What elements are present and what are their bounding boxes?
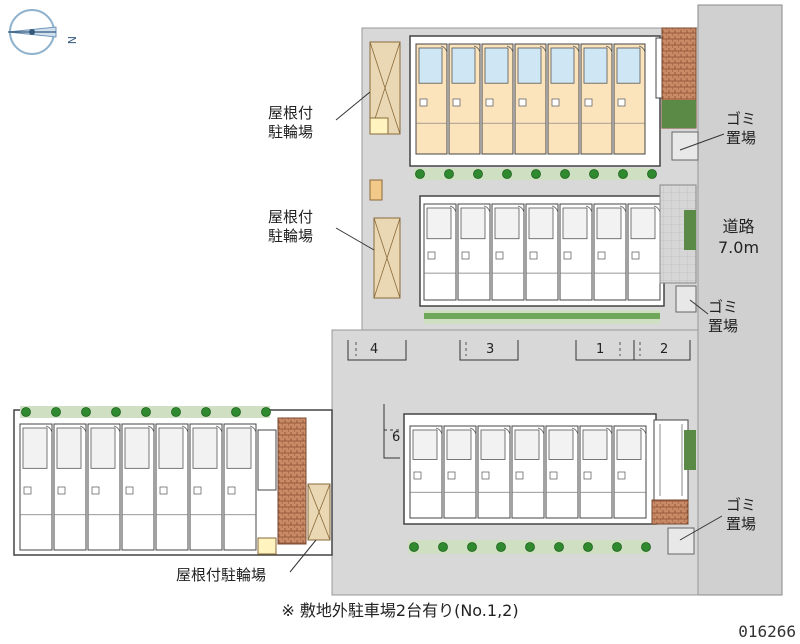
apartment-unit — [511, 425, 545, 519]
apartment-unit — [189, 423, 223, 551]
tree-icon — [51, 407, 61, 417]
bike-parking-a — [369, 41, 401, 135]
apartment-unit — [53, 423, 87, 551]
tree-icon — [641, 542, 651, 552]
tree-icon — [618, 169, 628, 179]
footnote: ※ 敷地外駐車場2台有り(No.1,2) — [281, 601, 519, 620]
apartment-unit — [559, 203, 593, 301]
tree-icon — [171, 407, 181, 417]
tree-icon — [438, 542, 448, 552]
apartment-unit — [121, 423, 155, 551]
property-id: 016266 — [738, 622, 796, 641]
tree-icon — [502, 169, 512, 179]
apartment-unit — [155, 423, 189, 551]
apartment-unit — [19, 423, 53, 551]
parking-row — [347, 340, 691, 459]
tree-icon — [496, 542, 506, 552]
apartment-unit — [514, 43, 547, 155]
tree-icon — [612, 542, 622, 552]
garbage-label-c: ゴミ 置場 — [726, 496, 757, 533]
tree-icon — [589, 169, 599, 179]
apartment-unit — [579, 425, 613, 519]
apartment-unit — [545, 425, 579, 519]
apartment-unit — [491, 203, 525, 301]
tree-icon — [409, 542, 419, 552]
compass-label: N — [65, 36, 78, 44]
building-d — [13, 406, 333, 556]
apartment-unit — [87, 423, 121, 551]
bike-parking-label-a: 屋根付 駐輪場 — [268, 104, 314, 141]
tree-icon — [261, 407, 271, 417]
road — [697, 4, 783, 596]
apartment-unit — [443, 425, 477, 519]
hedge-b — [424, 310, 660, 324]
garbage-label-b: ゴミ 置場 — [708, 298, 739, 335]
leader-lines — [289, 91, 725, 573]
tree-icon — [647, 169, 657, 179]
garbage-area-b — [675, 285, 697, 313]
bike-parking-label-b: 屋根付 駐輪場 — [268, 208, 314, 245]
bike-parking-label-c: 屋根付駐輪場 — [176, 566, 267, 584]
building-a — [409, 27, 697, 167]
building-c — [403, 413, 696, 525]
apartment-unit — [223, 423, 257, 551]
tree-icon — [415, 169, 425, 179]
garbage-area-a — [671, 131, 699, 161]
tree-icon — [554, 542, 564, 552]
tree-icon — [111, 407, 121, 417]
bike-parking-c — [257, 483, 331, 555]
compass-north-icon — [7, 9, 57, 55]
apartment-unit — [525, 203, 559, 301]
tree-icon — [467, 542, 477, 552]
apartment-unit — [448, 43, 481, 155]
parking-space-4: 4 — [370, 342, 379, 357]
tree-icon — [525, 542, 535, 552]
building-b — [419, 184, 697, 307]
tree-icon — [560, 169, 570, 179]
apartment-unit — [457, 203, 491, 301]
hedge-a — [414, 168, 657, 180]
apartment-unit — [613, 425, 647, 519]
tree-icon — [201, 407, 211, 417]
apartment-unit — [547, 43, 580, 155]
apartment-unit — [423, 203, 457, 301]
apartment-unit — [613, 43, 646, 155]
tree-icon — [444, 169, 454, 179]
bike-parking-b — [369, 179, 401, 299]
tree-icon — [21, 407, 31, 417]
parking-space-6: 6 — [392, 430, 401, 445]
hedge-c — [408, 540, 651, 554]
apartment-unit — [481, 43, 514, 155]
apartment-unit — [580, 43, 613, 155]
road-label: 道路 7.0m — [718, 217, 760, 257]
tree-icon — [141, 407, 151, 417]
apartment-unit — [477, 425, 511, 519]
tree-icon — [473, 169, 483, 179]
apartment-unit — [415, 43, 448, 155]
tree-icon — [583, 542, 593, 552]
garbage-area-c — [667, 527, 695, 555]
tree-icon — [231, 407, 241, 417]
tree-icon — [531, 169, 541, 179]
apartment-unit — [627, 203, 661, 301]
garbage-label-a: ゴミ 置場 — [726, 110, 757, 147]
apartment-unit — [409, 425, 443, 519]
parking-space-2: 2 — [660, 342, 669, 357]
apartment-unit — [593, 203, 627, 301]
parking-space-1: 1 — [596, 342, 605, 357]
parking-space-3: 3 — [486, 342, 495, 357]
tree-icon — [81, 407, 91, 417]
